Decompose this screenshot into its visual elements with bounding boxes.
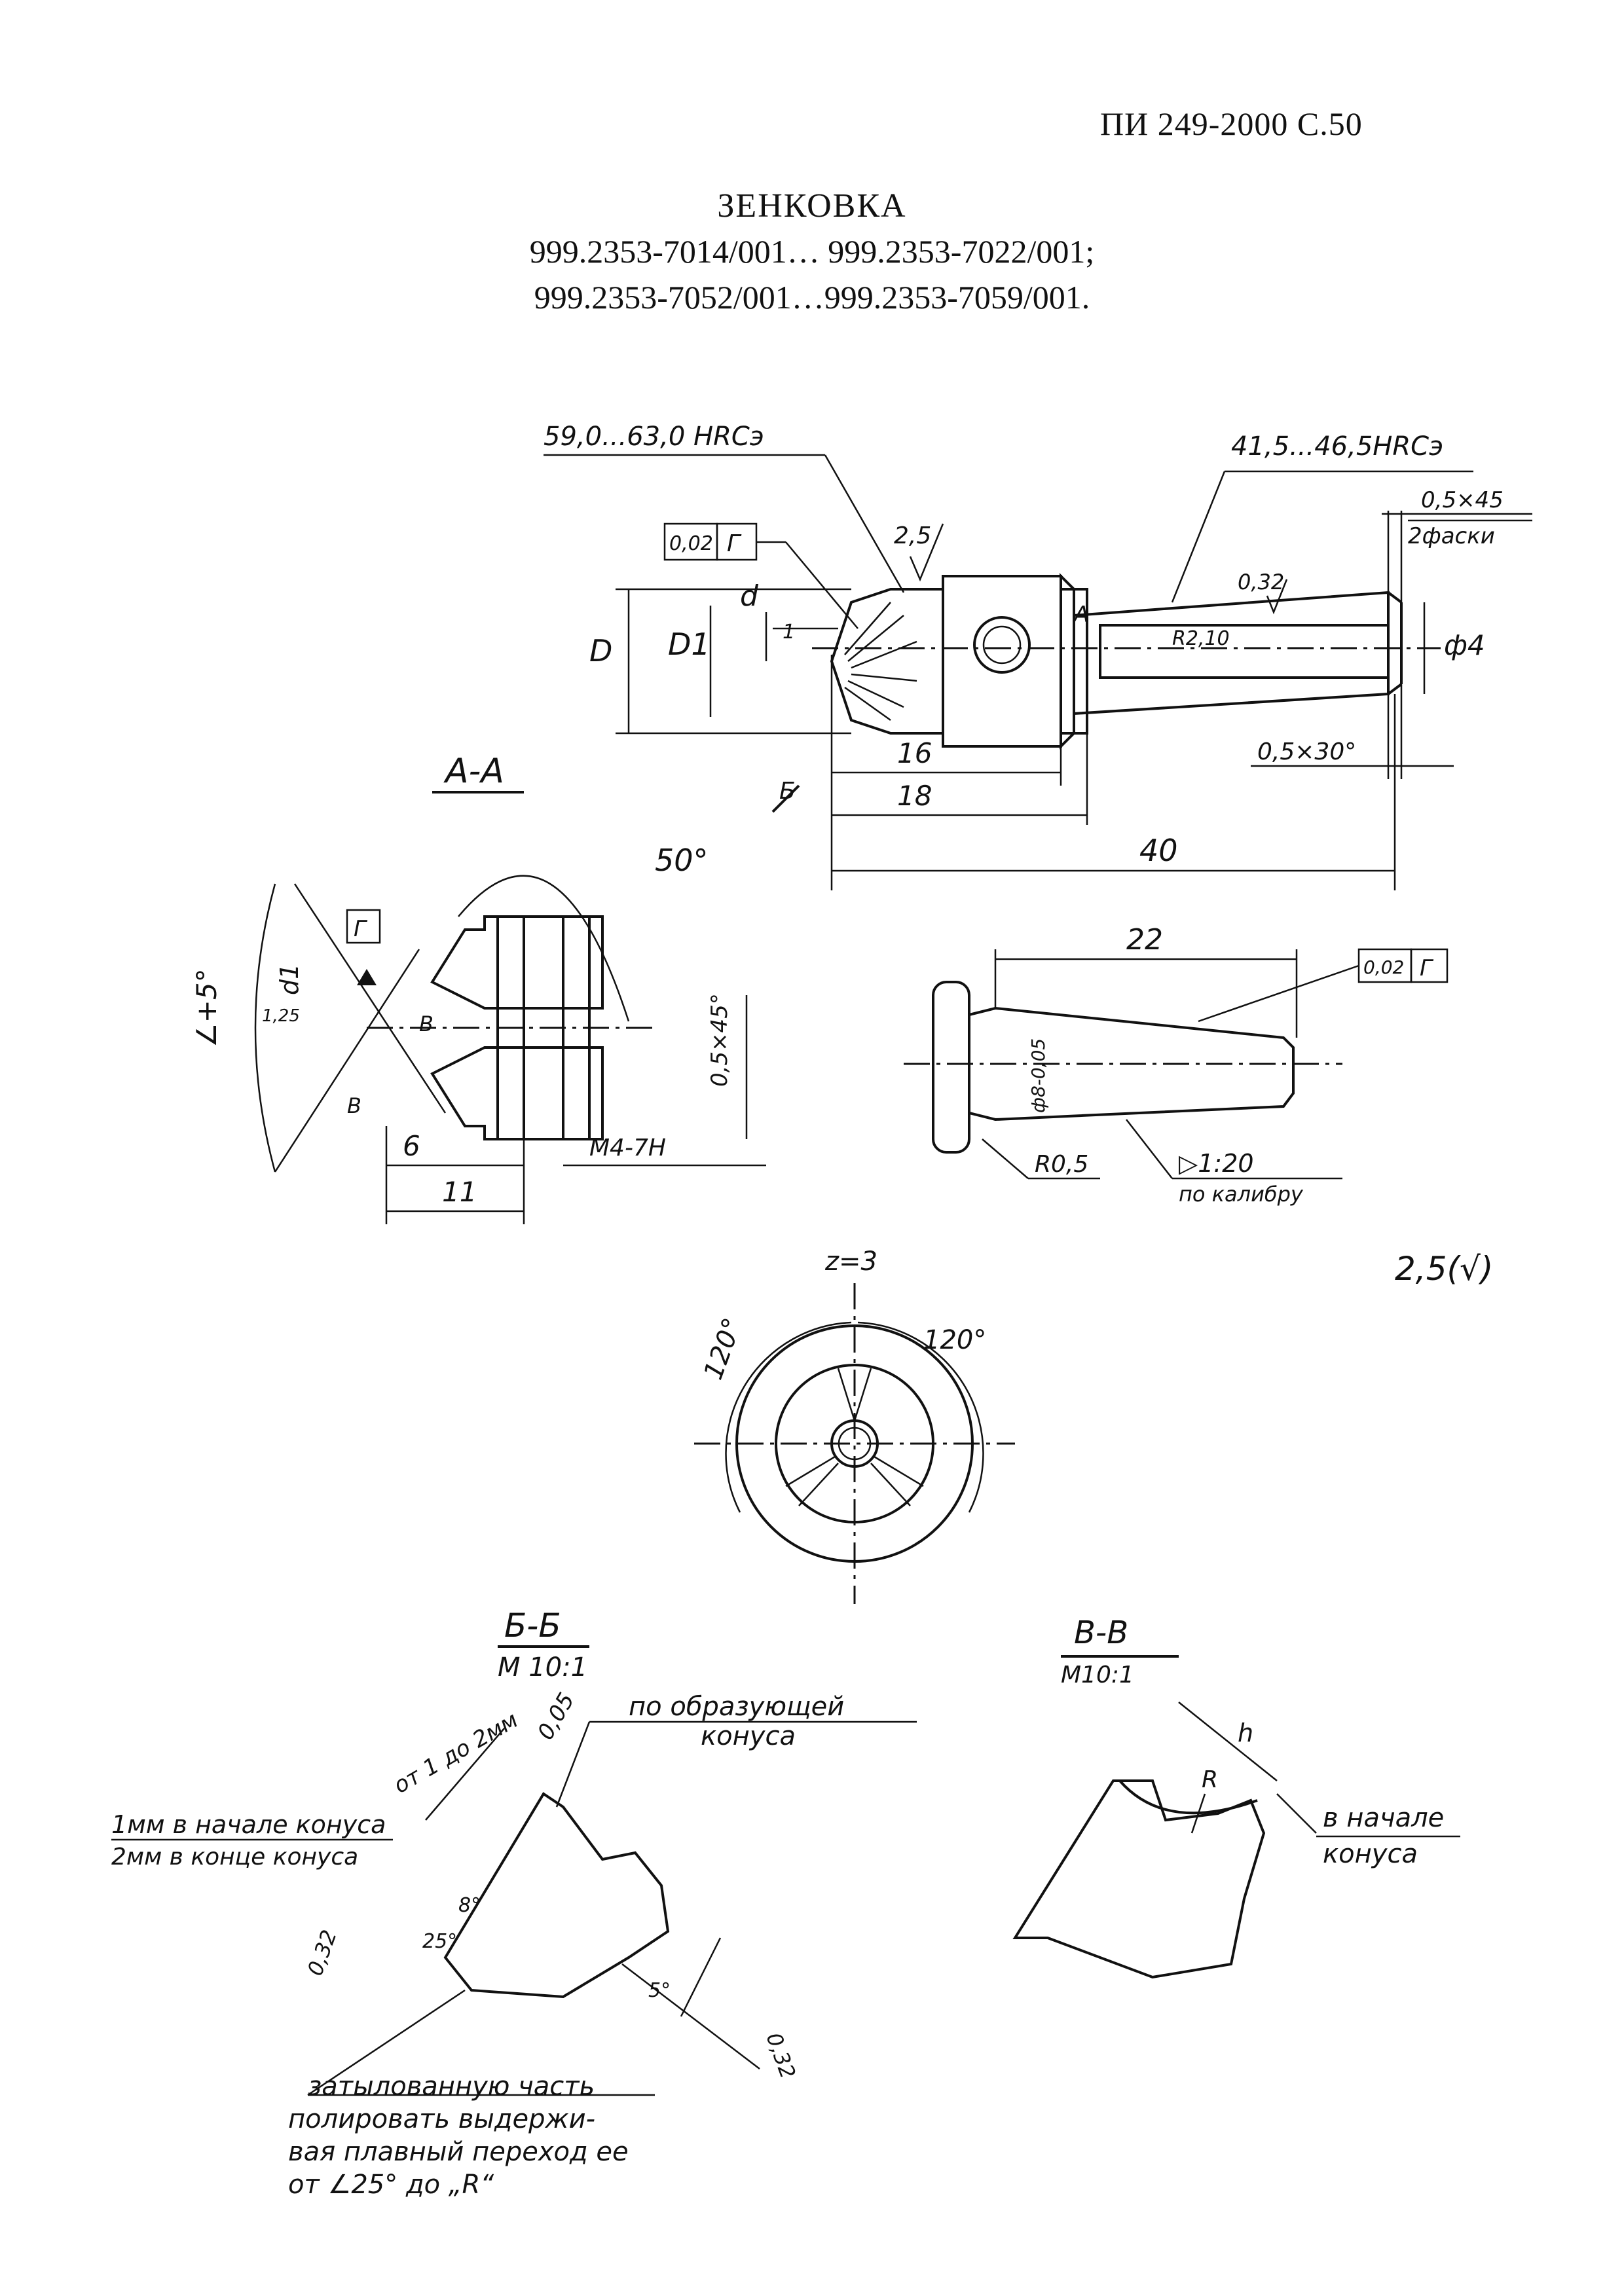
dim-phi4: ф4 xyxy=(1444,629,1485,661)
cutting-teeth xyxy=(844,602,917,721)
roughness-bb-right: 0,32 xyxy=(761,2030,800,2082)
section-bb-profile xyxy=(443,1792,670,1999)
section-bb-title: Б-Б xyxy=(504,1607,561,1645)
section-vv-scale: М10:1 xyxy=(1061,1662,1134,1688)
dim-D1: D1 xyxy=(668,627,710,662)
hardness-head-label: 59,0...63,0 HRCэ xyxy=(544,422,764,452)
shank-bore xyxy=(1099,624,1390,679)
section-vv: В-В М10:1 h R в начале конуса xyxy=(1012,1614,1460,1979)
tolerance-datum: Г xyxy=(727,530,742,557)
cross-hole xyxy=(973,616,1031,674)
section-aa-lower xyxy=(430,1046,604,1140)
dim-1: 1 xyxy=(783,621,795,644)
tolerance-value: 0,02 xyxy=(669,532,713,555)
document-title: ЗЕНКОВКА xyxy=(717,187,907,225)
dim-1-25: 1,25 xyxy=(262,1006,300,1026)
section-marker-V-2: В xyxy=(347,1093,361,1118)
teeth-count: z=3 xyxy=(824,1247,877,1277)
angle-8: 8° xyxy=(458,1894,481,1917)
dim-phi8: ф8-0,05 xyxy=(1027,1038,1049,1113)
section-aa-datum: Г xyxy=(354,916,368,942)
section-marker-A: A xyxy=(1073,602,1089,628)
mm-note-1: 1мм в начале конуса xyxy=(111,1810,386,1839)
radius-label: R0,5 xyxy=(1035,1151,1088,1178)
dim-11: 11 xyxy=(442,1176,477,1208)
shank-section xyxy=(1073,591,1390,716)
taper-label: ▷1:20 xyxy=(1179,1149,1254,1178)
polish-note-4: от ∠25° до „R“ xyxy=(288,2170,494,2200)
dim-6: 6 xyxy=(403,1130,420,1162)
dim-0-05: 0,05 xyxy=(532,1688,580,1745)
end-view: z=3 120° 120° xyxy=(694,1247,1015,1604)
shank-body xyxy=(968,1006,1295,1121)
section-aa-upper xyxy=(430,915,604,1010)
roughness-shank: 0,32 xyxy=(1238,570,1284,594)
polish-note-2: полировать выдержи- xyxy=(288,2104,595,2134)
section-aa-title: A-A xyxy=(443,752,504,791)
shank-tolerance-datum: Г xyxy=(1420,955,1434,981)
taper-note: по калибру xyxy=(1179,1182,1304,1207)
hardness-shank-label: 41,5...46,5HRCэ xyxy=(1231,431,1443,462)
generatrix-note-1: по образующей xyxy=(629,1692,844,1722)
section-vv-profile xyxy=(1012,1779,1266,1979)
shank-flange xyxy=(932,981,970,1154)
dim-R: R xyxy=(1202,1766,1218,1793)
polish-note-3: вая плавный переход ее xyxy=(288,2137,629,2167)
dim-16: 16 xyxy=(897,737,932,769)
section-bb-scale: М 10:1 xyxy=(498,1652,587,1683)
vv-note-2: конуса xyxy=(1323,1839,1418,1869)
designation-line-2: 999.2353-7052/001…999.2353-7059/001. xyxy=(534,279,1090,316)
section-bb: Б-Б М 10:1 от 1 до 2мм 0,05 по образующе… xyxy=(111,1607,917,2200)
chamfer-45-label: 0,5×45 xyxy=(1421,487,1504,513)
dim-d: d xyxy=(740,579,759,613)
dim-22: 22 xyxy=(1126,923,1163,957)
chamfer-note: 2фаски xyxy=(1408,523,1495,549)
thread-label: R2,10 xyxy=(1172,627,1230,650)
angle-120-right: 120° xyxy=(923,1325,986,1355)
cutting-head xyxy=(830,588,944,735)
alpha-angle: ∠+5° xyxy=(191,968,223,1048)
collar xyxy=(942,575,1062,748)
generatrix-note-2: конуса xyxy=(701,1721,796,1751)
angle-25: 25° xyxy=(422,1930,457,1953)
main-view: 59,0...63,0 HRCэ 41,5...46,5HRCэ 0,02 Г … xyxy=(544,422,1532,890)
angle-120-left: 120° xyxy=(698,1314,748,1383)
angle-50: 50° xyxy=(655,843,709,878)
dim-h: h xyxy=(1238,1719,1253,1747)
roughness-symbol xyxy=(909,523,944,582)
dim-d1: d1 xyxy=(275,964,304,995)
section-aa: A-A 50° Г ∠+5° d1 1,25 В В 0,5×45° 6 М4-… xyxy=(191,752,766,1224)
dim-D: D xyxy=(589,633,612,668)
section-marker-V-1: В xyxy=(419,1011,434,1036)
section-vv-title: В-В xyxy=(1074,1614,1128,1651)
shank-tolerance-value: 0,02 xyxy=(1363,957,1404,978)
general-roughness: 2,5(√) xyxy=(1395,1250,1493,1288)
designation-line-1: 999.2353-7014/001… 999.2353-7022/001; xyxy=(529,233,1095,270)
dim-18: 18 xyxy=(897,780,932,812)
vv-note-1: в начале xyxy=(1323,1803,1444,1833)
roughness-main: 2,5 xyxy=(894,522,931,549)
shank-view: 22 0,02 Г ф8-0,05 R0,5 ▷1:20 по калибру xyxy=(904,923,1449,1207)
dim-40: 40 xyxy=(1139,833,1178,868)
thread-m4: М4-7Н xyxy=(589,1135,666,1161)
mm-note-2: 2мм в конце конуса xyxy=(111,1844,358,1870)
document-code: ПИ 249-2000 С.50 xyxy=(1100,105,1363,142)
chamfer-30-label: 0,5×30° xyxy=(1257,738,1356,765)
polish-note-1: затылованную часть xyxy=(308,2071,595,2102)
section-aa-chamfer: 0,5×45° xyxy=(707,993,733,1087)
roughness-bb-left: 0,32 xyxy=(303,1927,342,1979)
